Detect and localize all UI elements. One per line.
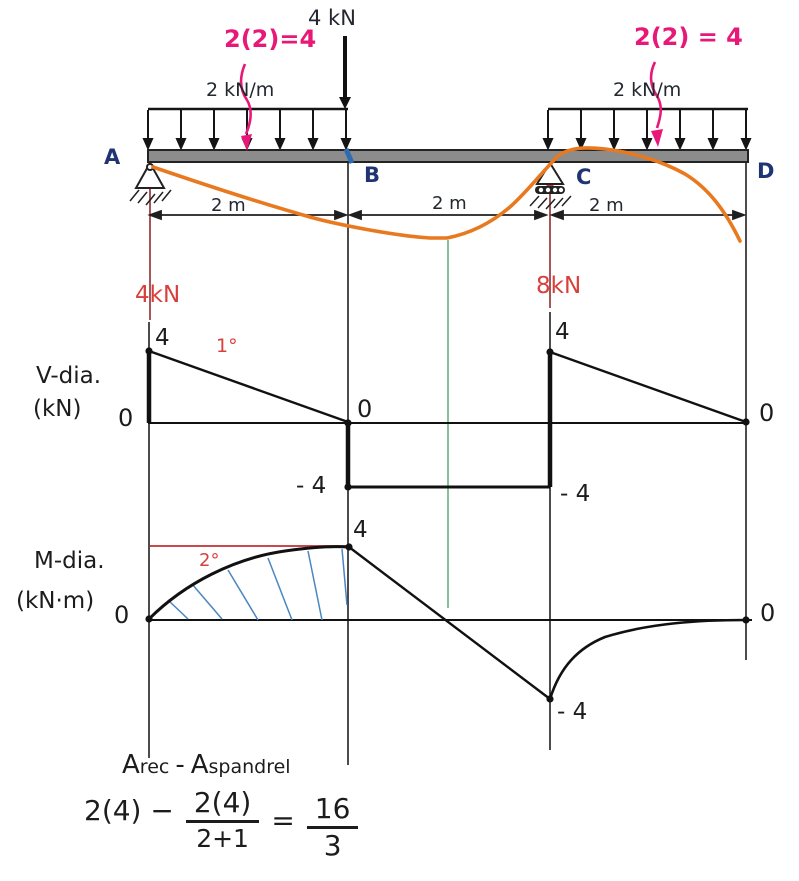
- m-diagram-title: M-dia.: [34, 548, 105, 574]
- spandrel-hatching: [167, 548, 348, 621]
- m-diagram: [145, 543, 752, 703]
- heading-a-spandrel: A: [190, 750, 209, 780]
- v-diagram: [145, 347, 750, 491]
- m-value-d-zero: 0: [760, 599, 776, 627]
- pin-support-a-icon: [129, 160, 172, 206]
- beam-b-tick: [343, 148, 355, 164]
- m-curve-order-label: 2°: [199, 550, 220, 571]
- calc-result-fraction: 16 3: [306, 795, 359, 860]
- point-load-label: 4 kN: [308, 6, 356, 30]
- reaction-c-value: 8kN: [536, 273, 582, 299]
- v-diagram-title: V-dia.: [36, 363, 102, 389]
- roller-support-c-icon: [529, 161, 572, 210]
- calc-fraction: 2(4) 2+1: [185, 789, 260, 851]
- dimension-cd: 2 m: [589, 195, 624, 216]
- v-slope-order-label: 1°: [216, 335, 238, 357]
- point-load-arrow: [339, 36, 351, 109]
- udl-left-label: 2 kN/m: [206, 79, 275, 101]
- heading-a-rect: A: [122, 750, 140, 780]
- node-label-c: C: [576, 165, 592, 189]
- calc-equals: =: [271, 804, 295, 837]
- node-label-a: A: [104, 145, 121, 169]
- m-diagram-units: (kN·m): [16, 588, 95, 614]
- v-value-c-negative: - 4: [560, 481, 591, 507]
- node-label-d: D: [757, 159, 775, 183]
- v-diagram-units: (kN): [33, 396, 82, 422]
- v-value-a: 4: [155, 325, 170, 351]
- m-origin-zero: 0: [114, 601, 130, 629]
- v-value-c-top: 4: [555, 319, 570, 345]
- reaction-a-value: 4kN: [135, 282, 181, 308]
- deflection-curve: [151, 146, 742, 243]
- v-value-b-negative: - 4: [296, 473, 327, 499]
- beam-bar: [147, 149, 749, 163]
- v-value-d-zero: 0: [759, 399, 775, 427]
- dimension-lines: [147, 209, 747, 221]
- udl-resultant-annotations: [239, 61, 663, 151]
- dimension-ab: 2 m: [211, 195, 246, 216]
- v-value-b-zero: 0: [357, 395, 373, 423]
- dimension-bc: 2 m: [432, 193, 467, 214]
- area-calculation: 2(4) − 2(4) 2+1 = 16 3: [84, 789, 359, 860]
- node-label-b: B: [364, 163, 381, 187]
- m-value-b-peak: 4: [353, 517, 368, 543]
- udl-right-arrows: [542, 107, 752, 151]
- v-origin-zero: 0: [118, 404, 134, 432]
- calc-term: 2(4) −: [84, 794, 174, 827]
- udl-right-label: 2 kN/m: [613, 79, 682, 101]
- udl-right-resultant-annotation: 2(2) = 4: [634, 23, 743, 51]
- udl-left-resultant-annotation: 2(2)=4: [224, 25, 317, 53]
- m-value-c-min: - 4: [557, 699, 588, 725]
- udl-left-arrows: [142, 107, 352, 151]
